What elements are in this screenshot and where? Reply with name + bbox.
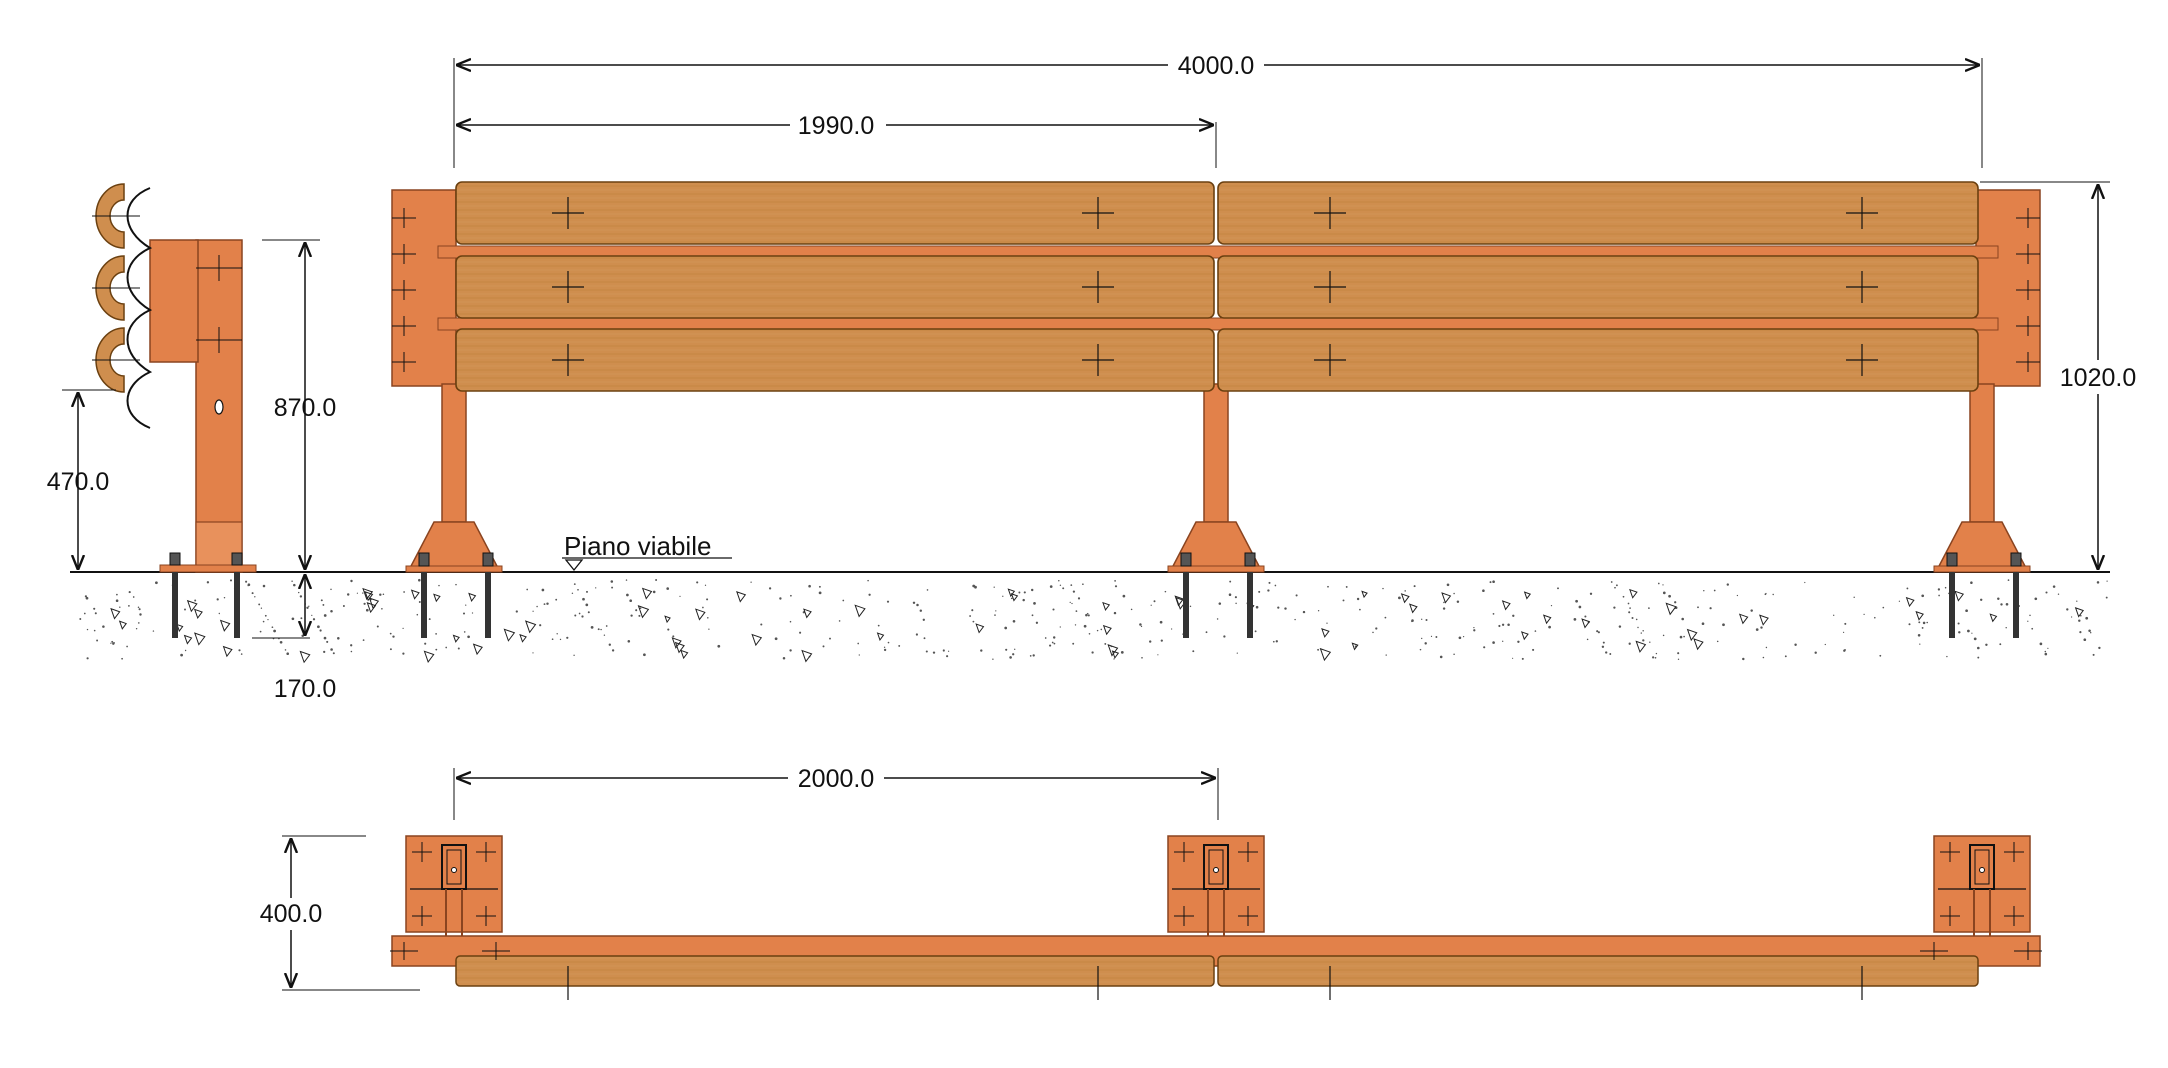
side-view bbox=[92, 183, 257, 638]
base-depth-dimension: 400.0 bbox=[260, 900, 323, 928]
post-hole-icon bbox=[451, 867, 457, 873]
anchor-bolt bbox=[1247, 572, 1253, 638]
front-post bbox=[1203, 383, 1229, 523]
front-view bbox=[391, 181, 2041, 638]
terminal-bolts bbox=[392, 208, 2040, 372]
nut-icon bbox=[482, 552, 494, 567]
steel-beam-upper bbox=[437, 245, 1999, 259]
post-hole-icon bbox=[1213, 867, 1219, 873]
plan-dimensions: 2000.0 400.0 bbox=[252, 762, 1219, 991]
front-dimensions: 4000.0 1990.0 1020.0 Piano viabile bbox=[453, 50, 2140, 572]
anchor-bolt bbox=[1183, 572, 1189, 638]
gravel-texture bbox=[79, 578, 2108, 664]
level-marker-icon bbox=[564, 559, 584, 572]
side-dimensions: 870.0 470.0 170.0 bbox=[47, 239, 337, 703]
rail-height-dimension: 470.0 bbox=[47, 468, 110, 496]
side-anchor-bolt bbox=[234, 572, 240, 638]
side-anchor-bolt bbox=[172, 572, 178, 638]
nut-icon bbox=[1946, 552, 1958, 567]
plan-view bbox=[390, 835, 2042, 1000]
nut-icon bbox=[2010, 552, 2022, 567]
rail-length-dimension: 1990.0 bbox=[798, 112, 874, 140]
plan-wood-rail-left bbox=[455, 955, 1215, 987]
left-end-terminal bbox=[391, 189, 457, 387]
post-spacing-dimension: 2000.0 bbox=[798, 765, 874, 793]
anchor-bolt bbox=[1949, 572, 1955, 638]
road-level-label: Piano viabile bbox=[564, 531, 711, 561]
nut-icon bbox=[231, 552, 243, 566]
post-hole-icon bbox=[1979, 867, 1985, 873]
wood-rail bbox=[455, 181, 1215, 245]
nut-icon bbox=[418, 552, 430, 567]
nut-icon bbox=[1180, 552, 1192, 567]
post-hole-icon bbox=[214, 399, 224, 415]
total-height-dimension: 1020.0 bbox=[2060, 364, 2136, 392]
post-height-dimension: 870.0 bbox=[274, 394, 337, 422]
front-post bbox=[441, 383, 467, 523]
side-base-plate bbox=[159, 564, 257, 573]
wood-rail bbox=[1217, 181, 1979, 245]
wood-rail bbox=[455, 255, 1215, 319]
embed-depth-dimension: 170.0 bbox=[274, 675, 337, 703]
anchor-bolt bbox=[421, 572, 427, 638]
wood-rail bbox=[1217, 328, 1979, 392]
anchor-bolt bbox=[2013, 572, 2019, 638]
post-base-plate bbox=[1167, 565, 1265, 573]
wood-rail bbox=[1217, 255, 1979, 319]
post-base-plate bbox=[1933, 565, 2031, 573]
nut-icon bbox=[169, 552, 181, 566]
wood-rails bbox=[455, 181, 1979, 392]
wood-rail bbox=[455, 328, 1215, 392]
post-base-plate bbox=[405, 565, 503, 573]
ground bbox=[70, 571, 2110, 664]
wave-beam-profile bbox=[126, 187, 153, 429]
nut-icon bbox=[1244, 552, 1256, 567]
front-post bbox=[1969, 383, 1995, 523]
overall-length-dimension: 4000.0 bbox=[1178, 52, 1254, 80]
front-posts bbox=[405, 383, 2031, 638]
steel-beam-lower bbox=[437, 317, 1999, 331]
plan-wood-rail-right bbox=[1217, 955, 1979, 987]
right-end-terminal bbox=[1975, 189, 2041, 387]
anchor-bolt bbox=[485, 572, 491, 638]
side-spacer bbox=[149, 239, 199, 363]
plan-base-plates bbox=[405, 835, 2031, 936]
